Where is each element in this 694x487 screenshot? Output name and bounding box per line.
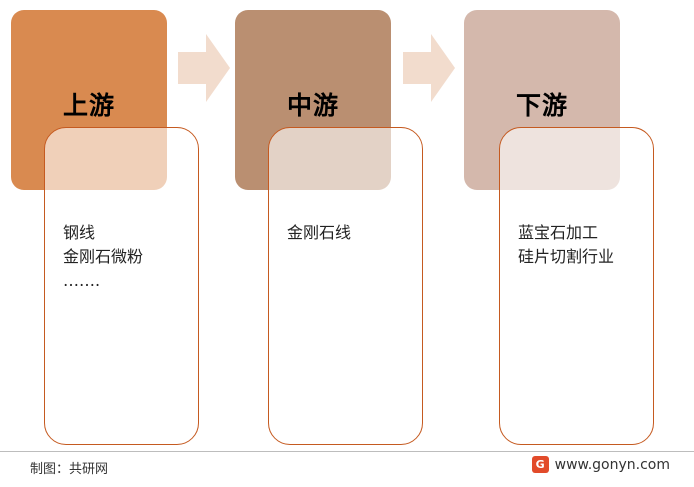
midstream-title: 中游	[286, 91, 339, 120]
downstream-title: 下游	[515, 91, 568, 120]
upstream-item: …….	[63, 271, 101, 290]
downstream-content-box: 蓝宝石加工 硅片切割行业	[499, 127, 654, 445]
downstream-item-list: 蓝宝石加工 硅片切割行业	[518, 221, 614, 269]
gonyn-logo-icon: G	[531, 456, 549, 473]
upstream-item-list: 钢线 金刚石微粉 …….	[63, 221, 143, 293]
upstream-item: 金刚石微粉	[63, 247, 144, 266]
midstream-item: 金刚石线	[287, 223, 352, 242]
upstream-item: 钢线	[63, 223, 96, 242]
flow-arrow-icon	[178, 34, 230, 102]
downstream-item: 硅片切割行业	[518, 247, 615, 266]
upstream-title: 上游	[62, 91, 115, 120]
midstream-content-box: 金刚石线	[268, 127, 423, 445]
downstream-item: 蓝宝石加工	[518, 223, 599, 242]
upstream-content-box: 钢线 金刚石微粉 …….	[44, 127, 199, 445]
midstream-item-list: 金刚石线	[287, 221, 351, 245]
footer-divider	[0, 451, 694, 452]
website-credit: G www.gonyn.com	[531, 456, 670, 473]
source-caption: 制图：共研网	[30, 462, 109, 477]
flow-arrow-icon	[403, 34, 455, 102]
website-url: www.gonyn.com	[554, 456, 670, 473]
